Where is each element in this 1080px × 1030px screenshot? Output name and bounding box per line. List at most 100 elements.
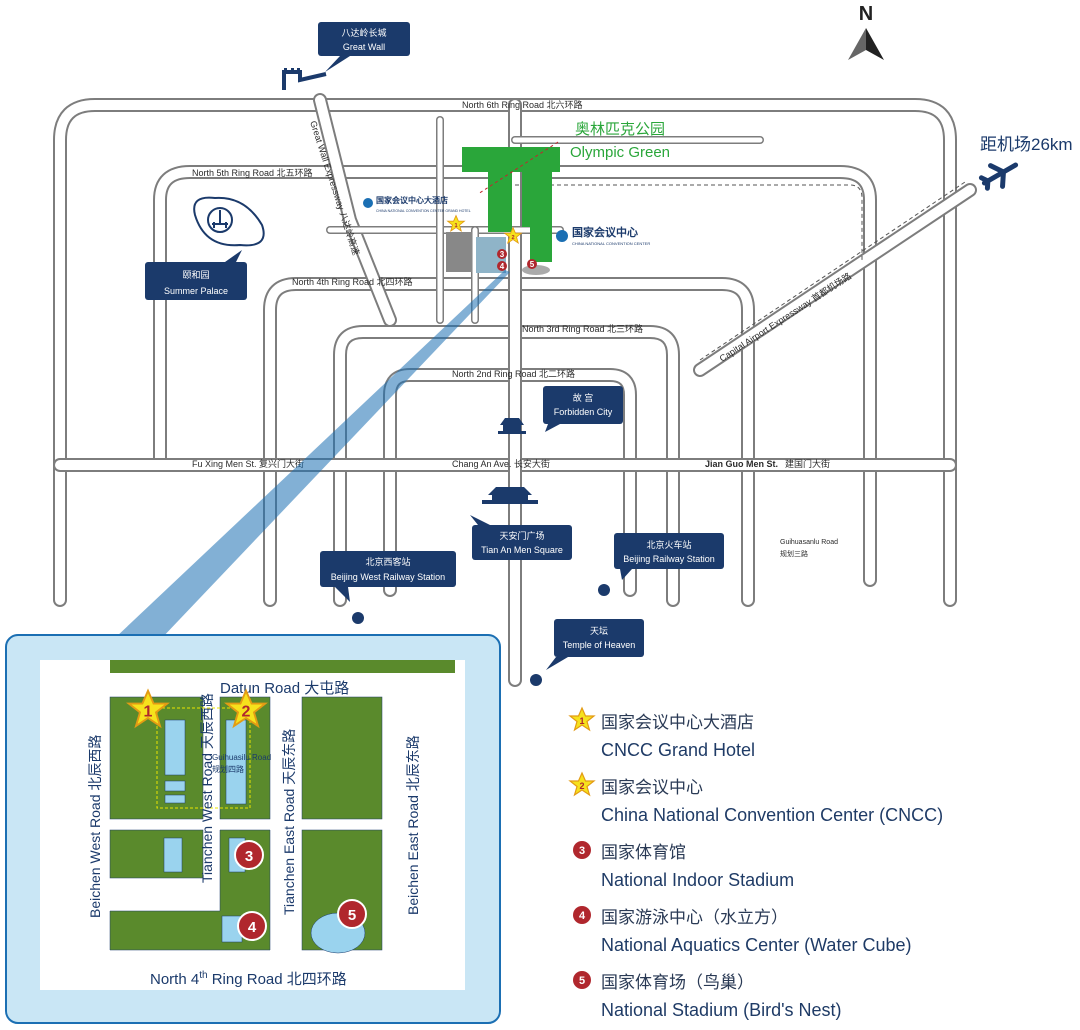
cncc-hotel-logo: 国家会议中心大酒店 CHINA NATIONAL CONVENTION CENT… [363,195,471,213]
zoom-beam [115,270,510,640]
svg-text:3: 3 [500,250,505,259]
inset-marker-5-icon: 5 [337,899,367,929]
ring5-label: North 5th Ring Road 北五环路 [192,167,313,178]
map-marker-4-icon [497,261,507,271]
svg-text:2: 2 [579,781,584,791]
svg-text:Beijing West Railway Station: Beijing West Railway Station [331,572,445,582]
map-marker-5-icon [527,259,537,269]
inset-beichen-east-label: Beichen East Road 北辰东路 [405,735,421,915]
map-marker-3-icon [497,249,507,259]
svg-text:八达岭长城: 八达岭长城 [341,27,386,38]
guihuasanlu-en-label: Guihuasanlu Road [780,539,838,546]
circle-icon: 5 [573,971,591,989]
legend-zh: 国家体育场（鸟巢） [601,973,754,992]
inset-guihuasi-en-label: Guihuasilu Road [212,753,271,762]
svg-text:4: 4 [579,910,586,922]
legend-en: National Aquatics Center (Water Cube) [601,935,912,955]
olympic-en: Olympic Green [570,144,670,161]
tiananmen-callout: 天安门广场 Tian An Men Square [470,515,572,560]
compass-label: N [859,3,873,25]
svg-text:1: 1 [579,716,584,726]
great-wall-icon [282,68,327,90]
svg-text:3: 3 [245,848,253,865]
beijing-station-marker-icon [598,584,610,596]
svg-text:Beijing Railway Station: Beijing Railway Station [623,554,715,564]
forbidden-city-callout: 故 宫 Forbidden City [543,386,623,432]
great-wall-callout: 八达岭长城 Great Wall [318,22,410,72]
beijing-west-callout: 北京西客站 Beijing West Railway Station [320,551,456,602]
inset-marker-4-icon: 4 [237,911,267,941]
inset-star-2-icon: 2 [225,689,267,727]
circle-icon: 3 [573,841,591,859]
legend: 1 国家会议中心大酒店 CNCC Grand Hotel 2 国家会议中心 Ch… [565,705,1075,1030]
map-star-2-icon: 2 [504,227,522,244]
airport-distance-label: 距机场26km [980,135,1073,154]
svg-text:5: 5 [530,260,535,269]
summer-palace-callout: 颐和园 Summer Palace [145,250,247,300]
olympic-pointer [477,141,559,195]
inset-marker-3-icon: 3 [234,840,264,870]
svg-text:Summer Palace: Summer Palace [164,286,228,296]
legend-zh: 国家会议中心大酒店 [601,713,754,732]
inset-guihuasi-zh-label: 规划四路 [212,764,244,774]
legend-en: National Indoor Stadium [601,870,795,890]
jianguomen-en-label: Jian Guo Men St. [705,459,778,469]
compass-icon: N [848,3,884,60]
ring6-label: North 6th Ring Road 北六环路 [462,99,583,110]
svg-text:北京火车站: 北京火车站 [646,539,691,550]
star-icon: 1 [569,707,595,731]
svg-text:天安门广场: 天安门广场 [499,530,544,541]
legend-en: CNCC Grand Hotel [601,740,756,760]
svg-text:4: 4 [500,262,505,271]
guihuasanlu-zh-label: 规划三路 [780,549,808,558]
forbidden-city-icon [498,418,526,434]
beijing-station-callout: 北京火车站 Beijing Railway Station [614,533,724,580]
cncc-logo: 国家会议中心 CHINA NATIONAL CONVENTION CENTER [556,225,650,246]
svg-text:2: 2 [242,703,251,720]
svg-text:颐和园: 颐和园 [182,270,209,280]
inset-beichen-west-label: Beichen West Road 北辰西路 [87,735,103,918]
svg-text:北京西客站: 北京西客站 [365,556,410,567]
legend-zh: 国家体育馆 [601,843,686,862]
jianguomen-zh-label: 建国门大街 [785,458,830,469]
beijing-west-marker-icon [352,612,364,624]
changan-label: Chang An Ave. 长安大街 [452,458,550,469]
svg-text:Forbidden City: Forbidden City [554,407,613,417]
svg-text:Tian An Men Square: Tian An Men Square [481,545,563,555]
legend-item: 5 国家体育场（鸟巢） National Stadium (Bird's Nes… [565,965,1075,1030]
svg-text:4: 4 [248,919,257,936]
circle-icon: 4 [573,906,591,924]
svg-text:国家会议中心: 国家会议中心 [572,225,638,239]
svg-text:1: 1 [144,703,153,720]
svg-text:国家会议中心大酒店: 国家会议中心大酒店 [376,195,448,205]
legend-zh: 国家游泳中心（水立方） [601,908,788,927]
svg-text:5: 5 [579,975,585,987]
svg-text:Great Wall: Great Wall [343,42,385,52]
svg-text:2: 2 [511,235,514,241]
temple-heaven-callout: 天坛 Temple of Heaven [546,619,644,670]
tiananmen-icon [482,487,538,504]
olympic-green-area [446,147,560,275]
svg-text:CHINA NATIONAL CONVENTION CENT: CHINA NATIONAL CONVENTION CENTER [572,241,650,246]
svg-text:Temple of Heaven: Temple of Heaven [563,640,636,650]
olympic-zh: 奥林匹克公园 [575,121,665,138]
inset-datun-label: Datun Road 大屯路 [220,680,349,697]
legend-item: 3 国家体育馆 National Indoor Stadium [565,835,1075,900]
inset-tianchen-east-label: Tianchen East Road 天辰东路 [281,729,297,915]
svg-text:3: 3 [579,845,585,857]
legend-item: 4 国家游泳中心（水立方） National Aquatics Center (… [565,900,1075,965]
summer-palace-icon [193,196,265,247]
fuxingmen-label: Fu Xing Men St. 复兴门大街 [192,458,304,469]
legend-en: China National Convention Center (CNCC) [601,805,944,825]
legend-zh: 国家会议中心 [601,778,703,797]
inset-tianchen-west-label: Tianchen West Road 天辰西路 [199,693,215,883]
temple-heaven-marker-icon [530,674,542,686]
ring2-label: North 2nd Ring Road 北二环路 [452,368,575,379]
legend-item: 2 国家会议中心 China National Convention Cente… [565,770,1075,835]
inset-star-1-icon: 1 [127,689,169,727]
svg-text:CHINA NATIONAL CONVENTION CENT: CHINA NATIONAL CONVENTION CENTER GRAND H… [376,209,471,213]
svg-text:故 宫: 故 宫 [573,392,594,403]
legend-item: 1 国家会议中心大酒店 CNCC Grand Hotel [565,705,1075,770]
legend-en: National Stadium (Bird's Nest) [601,1000,842,1020]
